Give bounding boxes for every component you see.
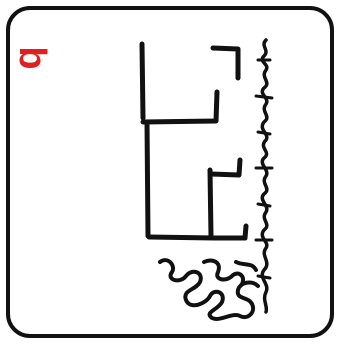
tree-line-inner-horizontal — [211, 160, 240, 175]
tree-line-bottom-horizontal — [149, 237, 214, 238]
handwriting-scribble-bottom — [160, 260, 258, 319]
tree-line-inner-vertical — [210, 170, 211, 236]
tree-line-top-vertical — [142, 44, 143, 118]
tree-line-right-stub — [213, 48, 238, 78]
tree-line-main-vertical — [147, 122, 148, 236]
handwriting-scribble-line — [262, 40, 267, 312]
tree-line-top-horizontal — [143, 92, 217, 122]
tree-line-inner-horizontal-lower — [214, 226, 246, 238]
corner-letter: b — [11, 46, 53, 69]
handwriting-scribble-bottom-2 — [204, 260, 256, 284]
